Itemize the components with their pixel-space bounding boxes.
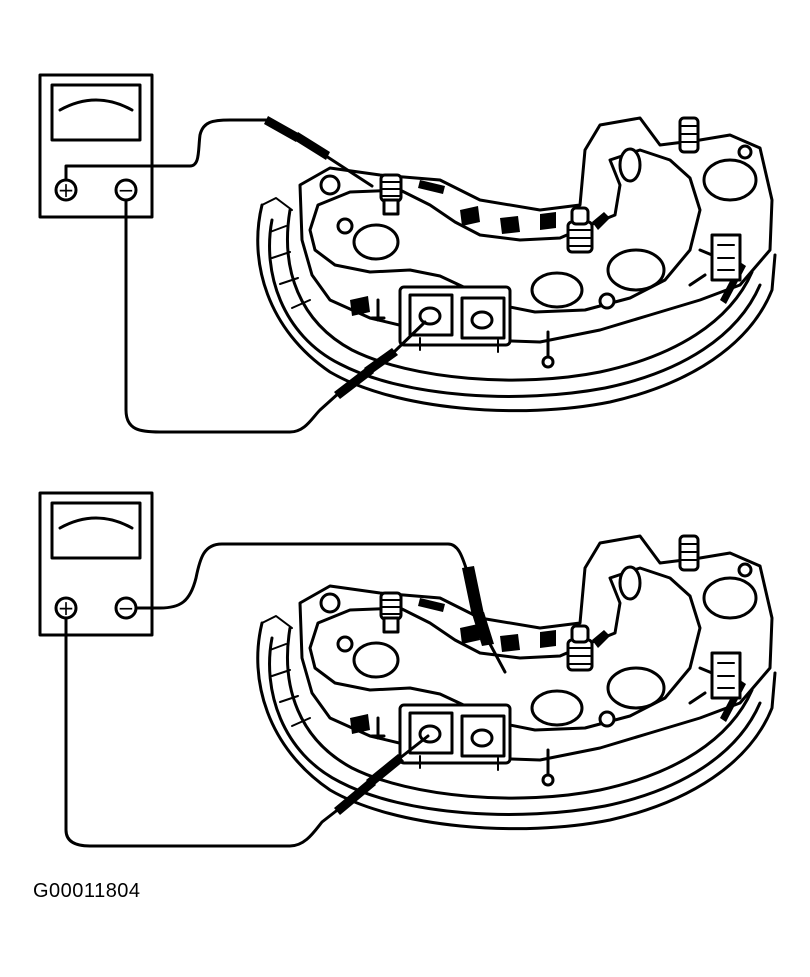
rectifier-assembly-bottom — [256, 534, 777, 831]
negative-lead-wire — [134, 542, 468, 610]
negative-lead-wire — [124, 198, 342, 434]
positive-symbol: + — [58, 178, 75, 202]
negative-symbol: − — [118, 178, 135, 202]
probe-bottom-lower — [334, 734, 430, 815]
positive-lead-wire — [64, 616, 342, 848]
positive-symbol: + — [58, 596, 75, 620]
figure-code: G00011804 — [33, 880, 141, 902]
probe-bottom-upper — [462, 566, 507, 674]
positive-lead-wire — [64, 118, 272, 182]
negative-symbol: − — [118, 596, 135, 620]
probe-top-upper — [264, 116, 374, 188]
probe-top-lower — [334, 320, 427, 399]
bottom-panel: + − — [38, 491, 777, 848]
top-panel: + − — [38, 73, 777, 434]
